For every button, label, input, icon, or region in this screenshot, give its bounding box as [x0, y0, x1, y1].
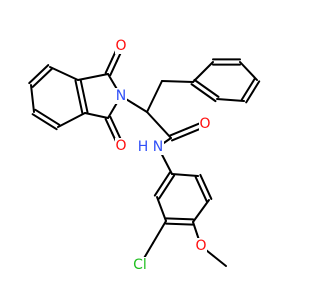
double-bond-c1a-o_top: [104, 57, 114, 74]
bond-n_am-a1: [164, 159, 173, 175]
atom-label-o-amide: O: [199, 116, 210, 132]
bond-a5-a6: [156, 196, 167, 222]
double-bond-a2-a3: [194, 176, 208, 203]
bond-cb-p1: [161, 80, 194, 83]
double-bond-cc-o_am: [169, 127, 189, 137]
atom-label-background: [199, 116, 211, 132]
double-bond-p6-p1: [190, 83, 217, 103]
atom-label-o-bottom: O: [115, 138, 126, 154]
bond-p3-p4: [239, 61, 258, 81]
atom-label-cl: Cl: [133, 257, 147, 273]
double-bond-p4-p5: [245, 80, 261, 104]
bond-n1-ca: [133, 103, 148, 113]
atom-label-o-methoxy: O: [195, 238, 206, 254]
bond-c1a-i1: [77, 73, 109, 81]
double-bond-a2-a3: [199, 173, 213, 200]
atom-label-n-amide: N: [153, 139, 163, 155]
double-bond-i6-i1: [79, 78, 89, 114]
double-bond-c1a-o_top: [109, 60, 118, 77]
bond-o_me-me: [212, 255, 227, 267]
bond-c1b-i6: [84, 112, 109, 119]
double-bond-cc-o_am: [170, 132, 190, 142]
double-bond-i6-i1: [74, 79, 84, 115]
atom-label-background: [130, 257, 150, 273]
atom-label-background: [115, 138, 127, 154]
double-bond-i4-i5: [31, 113, 58, 131]
bond-n1-c1a: [107, 73, 116, 86]
bond-p1-p2: [192, 61, 214, 83]
bond-a1-a2: [171, 173, 199, 177]
bond-n1-c1b: [107, 106, 116, 119]
double-bond-c1b-o_bot: [109, 115, 118, 132]
double-bond-p4-p5: [240, 77, 256, 101]
bonds: [28, 43, 261, 267]
atom-label-background: [137, 139, 149, 155]
double-bond-i4-i5: [34, 108, 61, 126]
atom-label-o-top: O: [115, 38, 126, 54]
double-bond-p6-p1: [193, 78, 220, 98]
bond-p5-p6: [216, 98, 245, 102]
atom-label-background: [115, 88, 127, 104]
double-bond-a4-a5: [164, 222, 194, 226]
atom-label-h-amide: H: [138, 139, 149, 155]
double-bond-a6-a1: [153, 171, 171, 197]
atom-label-background: [152, 139, 164, 155]
bond-i3-i4: [30, 84, 35, 113]
double-bond-c1b-o_bot: [104, 118, 114, 135]
double-bond-a6-a1: [158, 174, 176, 200]
atom-label-n-imide: N: [116, 88, 126, 104]
bond-a4-o_me: [192, 221, 198, 235]
double-bond-a4-a5: [165, 217, 195, 221]
double-bond-i2-i3: [31, 67, 53, 88]
bond-ca-cc: [146, 111, 172, 139]
bond-a5-cl: [152, 220, 167, 244]
bond-i5-i6: [57, 112, 86, 128]
bond-i1-i2: [49, 66, 79, 81]
double-bond-i2-i3: [28, 64, 50, 85]
atom-label-background: [195, 238, 207, 254]
bond-cc-n_am: [163, 137, 172, 144]
bond-ca-cb: [146, 80, 163, 113]
bond-a3-a4: [192, 199, 210, 223]
atom-label-background: [115, 38, 127, 54]
